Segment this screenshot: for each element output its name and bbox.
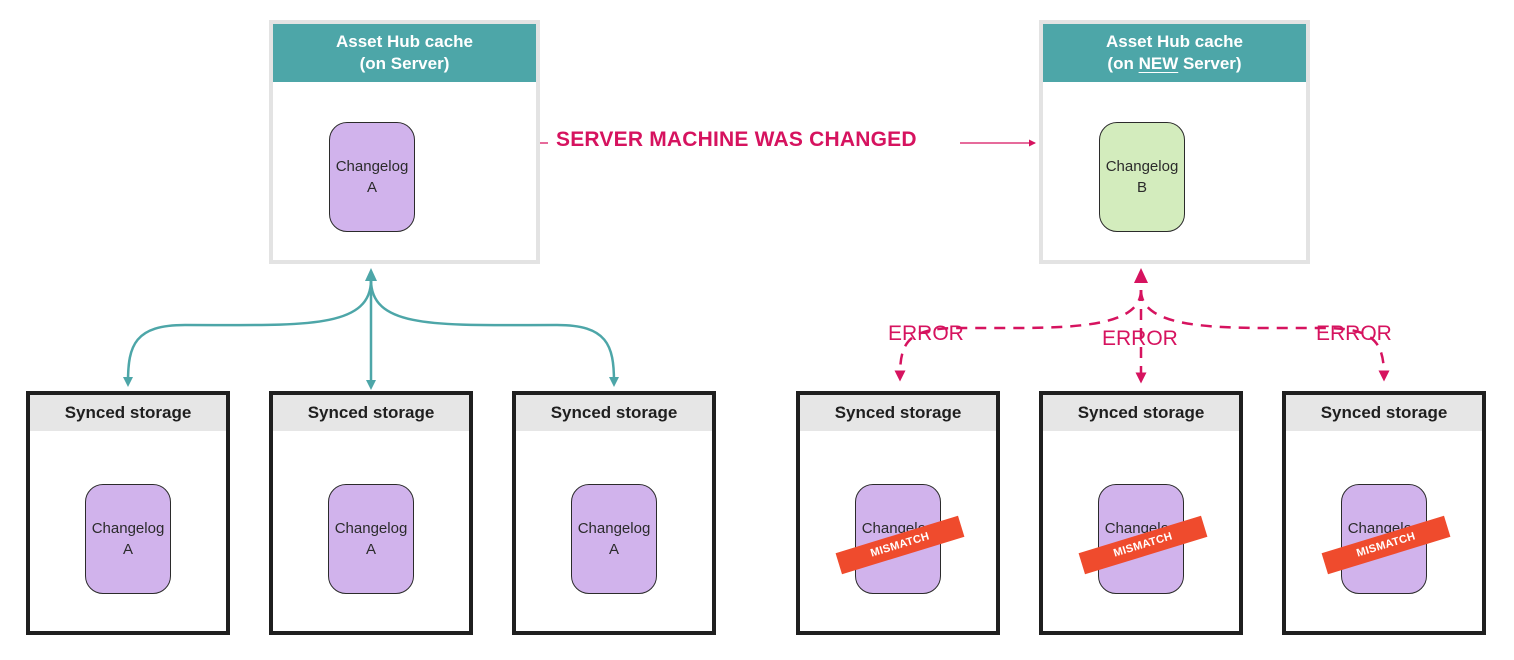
storage-title: Synced storage — [800, 395, 996, 431]
right-synced-storage-1: Synced storage Changelog A MISMATCH — [796, 391, 1000, 635]
left-synced-storage-1: Synced storage Changelog A — [26, 391, 230, 635]
error-label-middle: ERROR — [1102, 327, 1178, 350]
storage-title: Synced storage — [516, 395, 712, 431]
left-synced-storage-3: Synced storage Changelog A — [512, 391, 716, 635]
changelog-version: A — [608, 541, 619, 558]
storage-title: Synced storage — [1043, 395, 1239, 431]
left-synced-storage-2: Synced storage Changelog A — [269, 391, 473, 635]
storage-title: Synced storage — [1286, 395, 1482, 431]
left-cache-title-line2: (on Server) — [359, 54, 450, 73]
right-cache-title-prefix: (on — [1107, 54, 1139, 73]
left-cache-changelog: Changelog A — [329, 122, 415, 232]
error-connector-left — [894, 289, 1143, 382]
left-cache-title-line1: Asset Hub cache — [336, 32, 473, 51]
right-cache-title-line1: Asset Hub cache — [1106, 32, 1243, 51]
changelog-label: Changelog — [91, 520, 165, 537]
right-synced-storage-3: Synced storage Changelog A MISMATCH — [1282, 391, 1486, 635]
changelog-label: Changelog — [1105, 158, 1179, 175]
right-cache-title-line2: (on NEW Server) — [1107, 53, 1241, 75]
storage-changelog: Changelog A — [328, 484, 414, 594]
changelog-version: B — [1136, 179, 1147, 196]
right-cache-title-suffix: Server) — [1178, 54, 1242, 73]
storage-changelog: Changelog A — [571, 484, 657, 594]
storage-title: Synced storage — [30, 395, 226, 431]
changelog-label: Changelog — [335, 158, 409, 175]
storage-changelog: Changelog A — [85, 484, 171, 594]
sync-connector-left — [123, 279, 373, 387]
changelog-version: A — [122, 541, 133, 558]
changelog-version: A — [365, 541, 376, 558]
right-synced-storage-2: Synced storage Changelog A MISMATCH — [1039, 391, 1243, 635]
sync-connector-right — [369, 279, 619, 387]
left-cache-header: Asset Hub cache (on Server) — [273, 24, 536, 82]
right-cache-changelog: Changelog B — [1099, 122, 1185, 232]
changelog-label: Changelog — [577, 520, 651, 537]
sync-connector-arrowhead-up — [365, 268, 377, 281]
changelog-label: Changelog — [334, 520, 408, 537]
changelog-version: A — [366, 179, 377, 196]
error-connector-right — [1139, 289, 1390, 382]
left-asset-hub-cache: Asset Hub cache (on Server) Changelog A — [269, 20, 540, 264]
right-cache-header: Asset Hub cache (on NEW Server) — [1043, 24, 1306, 82]
right-asset-hub-cache: Asset Hub cache (on NEW Server) Changelo… — [1039, 20, 1310, 264]
right-cache-title-emphasis: NEW — [1138, 54, 1179, 73]
error-label-left: ERROR — [888, 322, 964, 345]
error-label-right: ERROR — [1316, 322, 1392, 345]
error-connector-arrowhead-up — [1134, 268, 1148, 283]
server-change-banner: SERVER MACHINE WAS CHANGED — [556, 128, 917, 151]
storage-title: Synced storage — [273, 395, 469, 431]
